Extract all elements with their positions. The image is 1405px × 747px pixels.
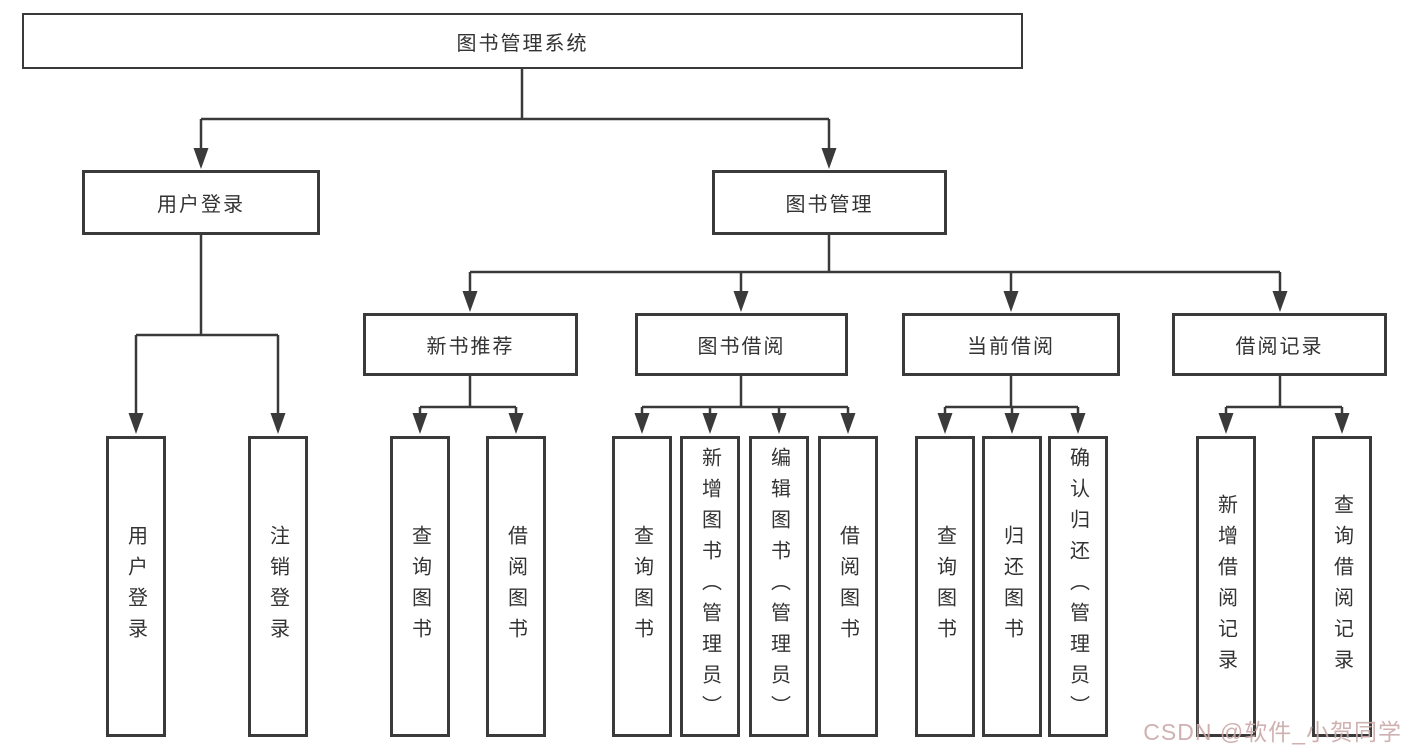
- leaf-user-login: 用户登录: [106, 436, 166, 737]
- node-borrowing-records: 借阅记录: [1172, 313, 1387, 376]
- arrowhead-icon: [412, 413, 428, 434]
- connector-bookmgmt-to-level3: [468, 235, 1282, 293]
- leaf-borrow-books-recommend: 借阅图书: [486, 436, 546, 737]
- connector-current-to-leaves: [943, 376, 1080, 416]
- connector-records-to-leaves: [1224, 376, 1344, 416]
- leaf-add-books-admin: 新增图书（管理员）: [680, 436, 740, 737]
- arrowhead-icon: [1218, 413, 1234, 434]
- arrowhead-icon: [1004, 413, 1020, 434]
- connector-root-to-level2: [199, 69, 831, 150]
- arrowhead-icon: [634, 413, 650, 434]
- connector-borrow-to-leaves: [640, 376, 850, 416]
- arrowhead-icon: [128, 413, 144, 434]
- arrowhead-icon: [821, 148, 837, 169]
- leaf-confirm-return-admin: 确认归还（管理员）: [1048, 436, 1108, 737]
- node-book-management: 图书管理: [712, 170, 947, 235]
- node-user-login: 用户登录: [82, 170, 320, 235]
- arrowhead-icon: [733, 291, 749, 312]
- arrowhead-icon: [771, 413, 787, 434]
- leaf-query-books-current: 查询图书: [915, 436, 975, 737]
- leaf-borrow-books: 借阅图书: [818, 436, 878, 737]
- node-library-management-system: 图书管理系统: [22, 13, 1023, 69]
- leaf-add-borrow-record: 新增借阅记录: [1196, 436, 1256, 737]
- leaf-query-books-recommend: 查询图书: [390, 436, 450, 737]
- arrowhead-icon: [270, 413, 286, 434]
- node-new-book-recommendation: 新书推荐: [363, 313, 578, 376]
- leaf-logout: 注销登录: [248, 436, 308, 737]
- node-current-borrowing: 当前借阅: [902, 313, 1120, 376]
- arrowhead-icon: [193, 148, 209, 169]
- leaf-query-borrow-record: 查询借阅记录: [1312, 436, 1372, 737]
- arrowhead-icon: [937, 413, 953, 434]
- node-book-borrowing: 图书借阅: [635, 313, 848, 376]
- arrowhead-icon: [840, 413, 856, 434]
- arrowhead-icon: [1070, 413, 1086, 434]
- arrowhead-icon: [1003, 291, 1019, 312]
- csdn-watermark: CSDN @软件_小贺同学: [1143, 719, 1402, 745]
- leaf-edit-books-admin: 编辑图书（管理员）: [749, 436, 809, 737]
- connector-userlogin-to-leaves: [134, 235, 280, 416]
- arrowhead-icon: [1272, 291, 1288, 312]
- arrowhead-icon: [508, 413, 524, 434]
- arrowhead-icon: [462, 291, 478, 312]
- leaf-query-books-borrow: 查询图书: [612, 436, 672, 737]
- arrowhead-icon: [1334, 413, 1350, 434]
- connector-recommend-to-leaves: [418, 376, 518, 416]
- arrowhead-icon: [702, 413, 718, 434]
- leaf-return-books: 归还图书: [982, 436, 1042, 737]
